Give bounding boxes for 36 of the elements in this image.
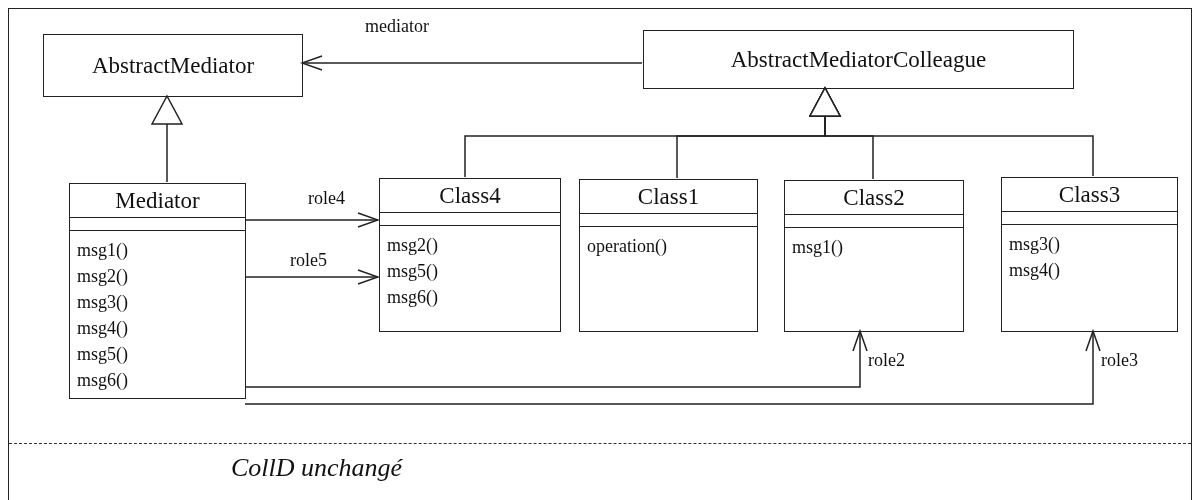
method-name: msg5() [77,343,128,366]
method-name: msg1() [77,239,128,262]
class-box [784,180,964,332]
method-name: msg3() [77,291,128,314]
class-name: AbstractMediator [91,52,255,79]
method-name: msg2() [387,234,438,257]
inheritance-arrow [151,95,183,183]
method-name: msg6() [387,286,438,309]
class-name: Class1 [637,183,700,210]
method-name: msg2() [77,265,128,288]
method-name: msg4() [1009,259,1060,282]
class-box [1001,177,1178,332]
class-name: Class4 [439,182,501,209]
class-box [379,178,561,332]
method-name: msg5() [387,260,438,283]
frame-caption: CollD unchangé [231,453,403,483]
class-name: Mediator [115,187,200,214]
method-name: msg6() [77,369,128,392]
class-name: AbstractMediatorColleague [730,46,987,73]
class-box [579,179,758,332]
class-name: Class2 [843,184,905,211]
association-arrow [244,330,868,388]
association-arrow [244,212,379,228]
association-arrow [244,269,379,285]
method-name: msg3() [1009,233,1060,256]
inheritance-arrow [809,87,1094,177]
class-name: Class3 [1058,181,1121,208]
association-arrow [244,330,1101,405]
class-box [43,34,303,97]
class-box [69,183,246,399]
class-box [643,30,1074,89]
frame [8,8,1192,500]
association-arrow [301,55,643,71]
method-name: msg1() [792,236,843,259]
method-name: msg4() [77,317,128,340]
method-name: operation() [587,235,667,258]
